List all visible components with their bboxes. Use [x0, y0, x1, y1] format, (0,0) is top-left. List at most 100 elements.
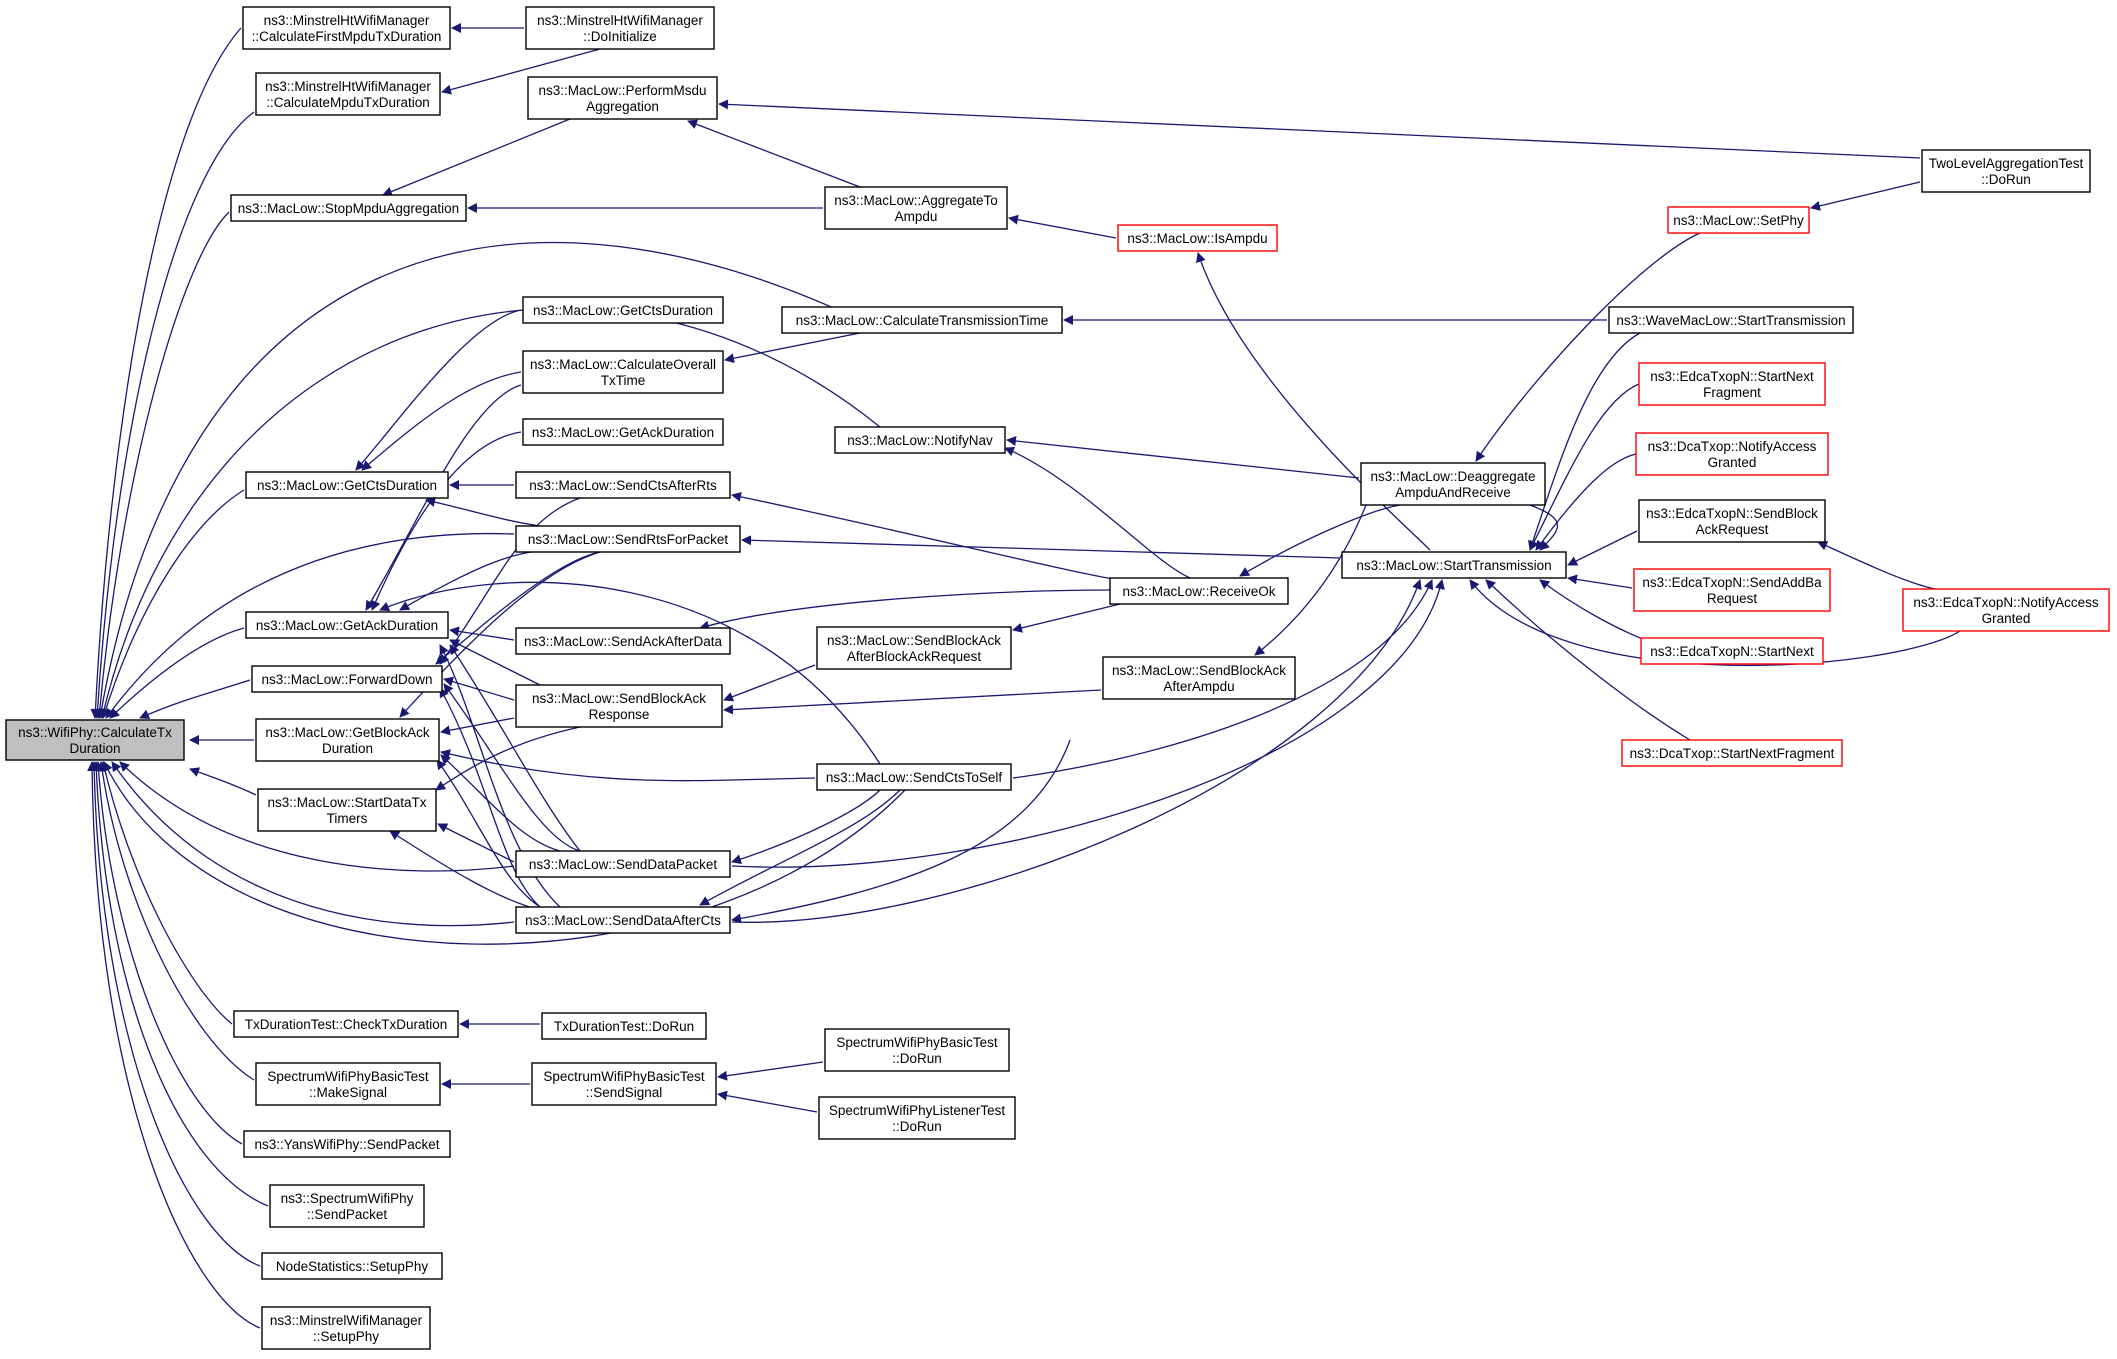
- node-edca_snf[interactable]: ns3::EdcaTxopN::StartNextFragment: [1638, 362, 1826, 406]
- node-spec_send[interactable]: ns3::SpectrumWifiPhy::SendPacket: [269, 1184, 425, 1228]
- node-label: Fragment: [1703, 385, 1761, 400]
- edge-ml_getba-to-ml_sbar: [440, 717, 515, 736]
- edge-ml_getcts-to-root: [100, 489, 245, 719]
- node-mhw_cfmtd[interactable]: ns3::MinstrelHtWifiManager::CalculateFir…: [242, 6, 451, 50]
- node-tla_dorun[interactable]: TwoLevelAggregationTest::DoRun: [1921, 149, 2091, 193]
- node-wml_st[interactable]: ns3::WaveMacLow::StartTransmission: [1608, 306, 1854, 334]
- node-label: ns3::WaveMacLow::StartTransmission: [1616, 313, 1845, 328]
- node-ml_senddatapacket[interactable]: ns3::MacLow::SendDataPacket: [515, 850, 731, 878]
- edge-ml_sendctstoself-to-root: [103, 761, 906, 945]
- node-label: ns3::MacLow::AggregateTo: [834, 193, 998, 208]
- node-ml_senddataaftercts[interactable]: ns3::MacLow::SendDataAfterCts: [515, 906, 731, 934]
- edge-ml_st-to-wml_st: [1528, 332, 1641, 551]
- node-label: AckRequest: [1696, 522, 1769, 537]
- node-yans_send[interactable]: ns3::YansWifiPhy::SendPacket: [243, 1130, 451, 1158]
- node-label: ns3::MacLow::SendDataPacket: [529, 857, 718, 872]
- edge-ml_getack-to-ml_cott: [365, 384, 522, 611]
- node-edca_sn[interactable]: ns3::EdcaTxopN::StartNext: [1640, 637, 1824, 665]
- edge-ml_st-to-ml_sendrts: [741, 535, 1341, 559]
- node-box: [1608, 306, 1854, 334]
- node-ml_setphy[interactable]: ns3::MacLow::SetPhy: [1667, 206, 1810, 234]
- node-mhw_cmtd[interactable]: ns3::MinstrelHtWifiManager::CalculateMpd…: [255, 72, 441, 116]
- edge-ml_senddatapacket-to-root: [119, 761, 515, 872]
- node-mw_setup[interactable]: ns3::MinstrelWifiManager::SetupPhy: [261, 1306, 431, 1350]
- node-ml_sbaabar[interactable]: ns3::MacLow::SendBlockAckAfterBlockAckRe…: [816, 626, 1012, 670]
- node-label: ns3::SpectrumWifiPhy: [281, 1191, 414, 1206]
- node-box: [255, 718, 440, 762]
- edge-spec_send-to-root: [91, 761, 269, 1207]
- node-swpb_send[interactable]: SpectrumWifiPhyBasicTest::SendSignal: [531, 1062, 717, 1106]
- node-dca_snf[interactable]: ns3::DcaTxop::StartNextFragment: [1621, 739, 1843, 767]
- node-label: ::DoRun: [892, 1119, 942, 1134]
- edge-ml_receiveok-to-ml_notifynav: [1004, 446, 1191, 579]
- node-txd_check[interactable]: TxDurationTest::CheckTxDuration: [233, 1010, 459, 1038]
- edge-ml_st-to-ml_senddatapacket: [731, 579, 1445, 868]
- node-box: [525, 6, 715, 50]
- node-txd_dorun[interactable]: TxDurationTest::DoRun: [541, 1012, 707, 1040]
- node-ml_forwarddown[interactable]: ns3::MacLow::ForwardDown: [251, 665, 443, 693]
- edge-tla_dorun-to-ml_pma: [718, 99, 1921, 159]
- node-ml_sendctsafterrts[interactable]: ns3::MacLow::SendCtsAfterRts: [515, 471, 731, 499]
- edge-ml_forwarddown-to-ml_sbar: [443, 676, 515, 701]
- node-box: [1341, 551, 1567, 579]
- node-ml_notifynav[interactable]: ns3::MacLow::NotifyNav: [834, 426, 1006, 454]
- node-label: ns3::MacLow::PerformMsdu: [538, 83, 706, 98]
- node-label: ns3::MacLow::StartTransmission: [1356, 558, 1551, 573]
- edge-ml_forwarddown-to-ml_sendrts: [435, 551, 601, 665]
- node-swpb_make[interactable]: SpectrumWifiPhyBasicTest::MakeSignal: [255, 1062, 441, 1106]
- node-box: [515, 684, 723, 728]
- node-box: [261, 1252, 443, 1280]
- node-ml_sendrts[interactable]: ns3::MacLow::SendRtsForPacket: [515, 525, 741, 553]
- node-ml_getcts[interactable]: ns3::MacLow::GetCtsDuration: [245, 471, 449, 499]
- node-label: ns3::DcaTxop::NotifyAccess: [1648, 439, 1817, 454]
- node-mhw_doinit[interactable]: ns3::MinstrelHtWifiManager::DoInitialize: [525, 6, 715, 50]
- node-ml_getcts_a[interactable]: ns3::MacLow::GetCtsDuration: [522, 296, 724, 324]
- node-swpb_dorun[interactable]: SpectrumWifiPhyBasicTest::DoRun: [824, 1028, 1010, 1072]
- node-box: [1638, 362, 1826, 406]
- node-swpl_dorun[interactable]: SpectrumWifiPhyListenerTest::DoRun: [818, 1096, 1016, 1140]
- node-box: [269, 1184, 425, 1228]
- edge-ml_agg-to-ml_pma: [687, 119, 861, 188]
- node-ns_setup[interactable]: NodeStatistics::SetupPhy: [261, 1252, 443, 1280]
- node-ml_stopmpdu[interactable]: ns3::MacLow::StopMpduAggregation: [230, 194, 467, 222]
- edge-edca_na-to-edca_sbar: [1817, 541, 1969, 592]
- node-box: [261, 1306, 431, 1350]
- node-label: ns3::MacLow::GetCtsDuration: [257, 478, 437, 493]
- node-label: ns3::MacLow::ReceiveOk: [1122, 584, 1275, 599]
- node-box: [1902, 588, 2110, 632]
- node-label: ns3::MacLow::NotifyNav: [847, 433, 993, 448]
- node-label: ns3::EdcaTxopN::StartNext: [1650, 644, 1814, 659]
- node-ml_ctt[interactable]: ns3::MacLow::CalculateTransmissionTime: [781, 306, 1063, 334]
- node-label: ns3::MacLow::SendRtsForPacket: [528, 532, 729, 547]
- node-label: Aggregation: [586, 99, 659, 114]
- node-label: Granted: [1708, 455, 1757, 470]
- edge-ml_getack-to-ml_senddataaftercts: [439, 644, 561, 908]
- node-ml_st[interactable]: ns3::MacLow::StartTransmission: [1341, 551, 1567, 579]
- node-ml_isampdu[interactable]: ns3::MacLow::IsAmpdu: [1117, 224, 1278, 252]
- edge-ml_deagg-to-ml_notifynav: [1006, 435, 1360, 479]
- node-label: ns3::MacLow::SendCtsAfterRts: [529, 478, 717, 493]
- node-ml_sendackafterdata[interactable]: ns3::MacLow::SendAckAfterData: [515, 627, 731, 655]
- edge-ml_sbaabar-to-ml_sbar: [723, 664, 816, 702]
- edge-ml_st-to-edca_sab: [1567, 574, 1633, 589]
- node-ml_getack[interactable]: ns3::MacLow::GetAckDuration: [245, 611, 449, 639]
- edge-ml_st-to-dca_na: [1535, 453, 1637, 551]
- node-ml_receiveok[interactable]: ns3::MacLow::ReceiveOk: [1109, 577, 1289, 605]
- node-ml_sendctstoself[interactable]: ns3::MacLow::SendCtsToSelf: [816, 763, 1012, 791]
- node-box: [233, 1010, 459, 1038]
- node-ml_getack_a[interactable]: ns3::MacLow::GetAckDuration: [522, 418, 724, 446]
- edge-ml_getack-to-ml_sendackafterdata: [449, 626, 515, 641]
